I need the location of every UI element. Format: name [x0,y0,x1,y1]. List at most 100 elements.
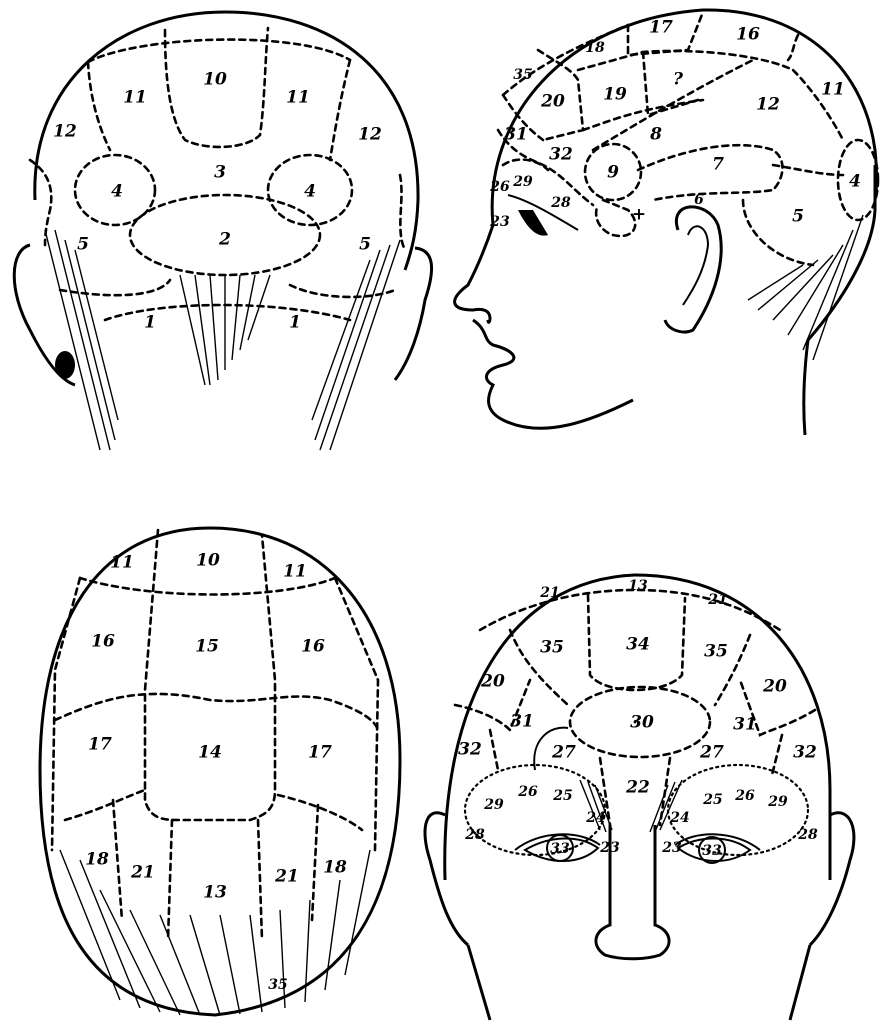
region-label: 11 [283,562,307,582]
region-label: 23 [489,214,510,230]
region-label: 32 [793,743,817,763]
region-label: 21 [274,867,299,887]
right-ear-icon [393,246,434,381]
region-label: 31 [504,125,528,145]
side-view-drawing: 17 16 18 35 ? 19 20 12 11 31 8 32 9 7 4 … [453,8,880,436]
region-label: 35 [513,67,532,83]
region-label: 16 [91,632,115,652]
region-label: + [632,205,646,225]
region-label: 20 [762,677,787,697]
right-ear-icon [808,811,856,947]
front-view-panel: 21 13 21 35 34 35 20 20 31 30 31 32 27 2… [420,560,887,1024]
region-label: 12 [756,95,780,115]
region-label: 23 [599,840,620,856]
skull-outline [33,10,420,271]
region-label: 16 [301,637,325,657]
region-label: 31 [510,712,534,732]
region-label: 19 [603,85,627,105]
front-view-drawing: 21 13 21 35 34 35 20 20 31 30 31 32 27 2… [423,573,856,1021]
region-label: 1 [144,313,156,333]
region-label: 3 [214,163,226,183]
region-label: 20 [540,92,565,112]
region-label: 17 [649,18,673,38]
top-view-drawing: 11 10 11 16 15 16 17 14 17 18 21 13 21 1… [38,526,402,1017]
region-label: 31 [733,715,757,735]
region-label: 28 [550,195,571,211]
top-view-panel: 11 10 11 16 15 16 17 14 17 18 21 13 21 1… [0,520,420,1024]
region-label: 26 [517,784,538,800]
region-label: 27 [551,743,576,763]
region-label: 4 [304,182,316,202]
region-label: 28 [464,827,485,843]
back-view-drawing: 10 11 11 12 12 3 4 4 2 5 5 1 1 [12,10,434,451]
region-label: 15 [195,637,219,657]
region-label: 5 [359,235,371,255]
region-label: 35 [540,638,564,658]
region-label: 32 [458,740,482,760]
skull-outline [443,573,832,881]
region-label: 33 [550,841,570,857]
region-label: 26 [734,788,755,804]
region-label: 29 [512,174,533,190]
region-label: 24 [669,810,689,826]
region-label: 10 [203,70,227,90]
region-label: 10 [196,551,220,571]
skull-outline [490,8,878,226]
nose-outline [594,825,671,961]
right-eye-icon [676,837,752,862]
region-label: 9 [607,163,619,183]
region-label: 21 [707,592,727,608]
region-label: 33 [702,843,722,859]
neck-hatching [747,214,864,361]
region-label: 22 [625,778,650,798]
region-label: 25 [702,792,722,808]
region-label: 5 [77,235,89,255]
region-label: 13 [203,883,227,903]
region-label: 11 [286,88,310,108]
region-label: 6 [694,192,704,208]
eyebrow [507,194,579,231]
ear-icon [663,205,723,334]
region-label: 17 [88,735,112,755]
region-label: 26 [489,179,510,195]
region-label: 2 [218,230,231,250]
region-label: 12 [358,125,382,145]
region-label: 4 [849,172,861,192]
region-label: 14 [198,743,222,763]
region-label: 21 [539,585,559,601]
region-label: 29 [483,797,504,813]
region-label: 11 [123,88,147,108]
region-label: 12 [53,122,77,142]
region-label: 25 [552,788,572,804]
skull-outline [38,526,402,1017]
region-label: 7 [712,155,724,175]
region-label: 13 [628,578,648,594]
region-label: 18 [85,850,109,870]
region-label: 35 [704,642,728,662]
back-hatching [59,849,371,1016]
region-label: 34 [626,635,650,655]
region-label: 23 [661,840,682,856]
region-label: 35 [268,977,287,993]
nose-outline [453,224,495,324]
region-label: 30 [630,713,654,733]
region-label: 5 [792,207,804,227]
region-label: 29 [767,794,788,810]
region-label: 17 [308,743,332,763]
region-label: 21 [130,863,155,883]
region-label: ? [673,70,684,90]
back-view-panel: 10 11 11 12 12 3 4 4 2 5 5 1 1 [0,0,443,460]
region-label: 28 [797,827,818,843]
side-view-panel: 17 16 18 35 ? 19 20 12 11 31 8 32 9 7 4 … [443,0,887,460]
neck-hatching [44,229,401,451]
region-label: 18 [585,40,605,56]
region-label: 32 [549,145,573,165]
region-label: 11 [110,553,134,573]
region-label: 4 [111,182,123,202]
region-label: 16 [736,25,760,45]
region-label: 1 [289,313,301,333]
region-label: 11 [821,80,845,100]
region-label: 24 [585,810,605,826]
mouth-chin-outline [472,318,634,430]
region-label: 8 [649,125,662,145]
